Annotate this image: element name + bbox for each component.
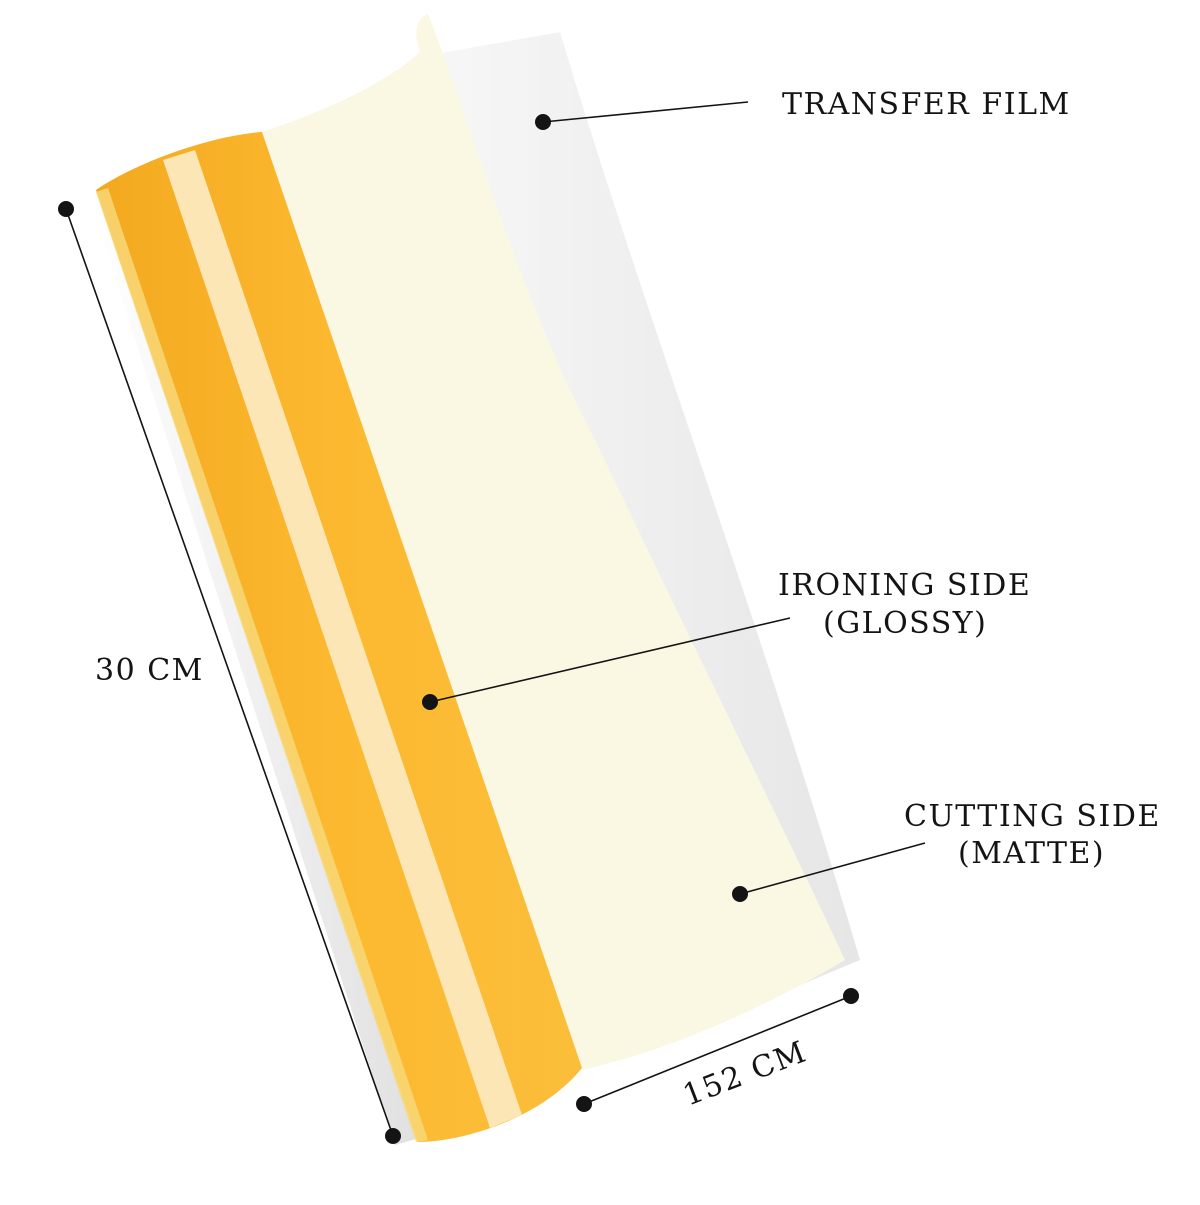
vinyl-sheet: [262, 14, 845, 1070]
cutting-side-label-line2: (MATTE): [958, 836, 1105, 871]
ironing-side-label-line2: (GLOSSY): [823, 606, 987, 641]
width-dimension-end-dot: [843, 988, 859, 1004]
ironing-side-leader-line: [429, 617, 791, 703]
ironing-side-label-line1: IRONING SIDE: [778, 568, 1031, 603]
ironing-side-marker-dot: [422, 694, 438, 710]
transfer-film-sheet: [430, 32, 860, 985]
length-dimension-start-dot: [58, 201, 74, 217]
roll-edge: [96, 188, 428, 1142]
length-dimension-end-dot: [385, 1128, 401, 1144]
length-dimension-line: [65, 208, 394, 1137]
cutting-side-marker-dot: [732, 886, 748, 902]
cutting-side-label-line1: CUTTING SIDE: [904, 799, 1161, 834]
cutting-side-leader-line: [739, 842, 926, 895]
length-dimension-label: 30 CM: [95, 653, 204, 688]
width-dimension-start-dot: [576, 1096, 592, 1112]
roll-highlight-stripe: [163, 150, 522, 1128]
width-dimension-label: 152 CM: [678, 1034, 811, 1113]
width-dimension-line: [583, 995, 852, 1105]
transfer-film-marker-dot: [535, 114, 551, 130]
transfer-film-label: TRANSFER FILM: [782, 87, 1071, 122]
transfer-film-leader-line: [542, 101, 749, 123]
